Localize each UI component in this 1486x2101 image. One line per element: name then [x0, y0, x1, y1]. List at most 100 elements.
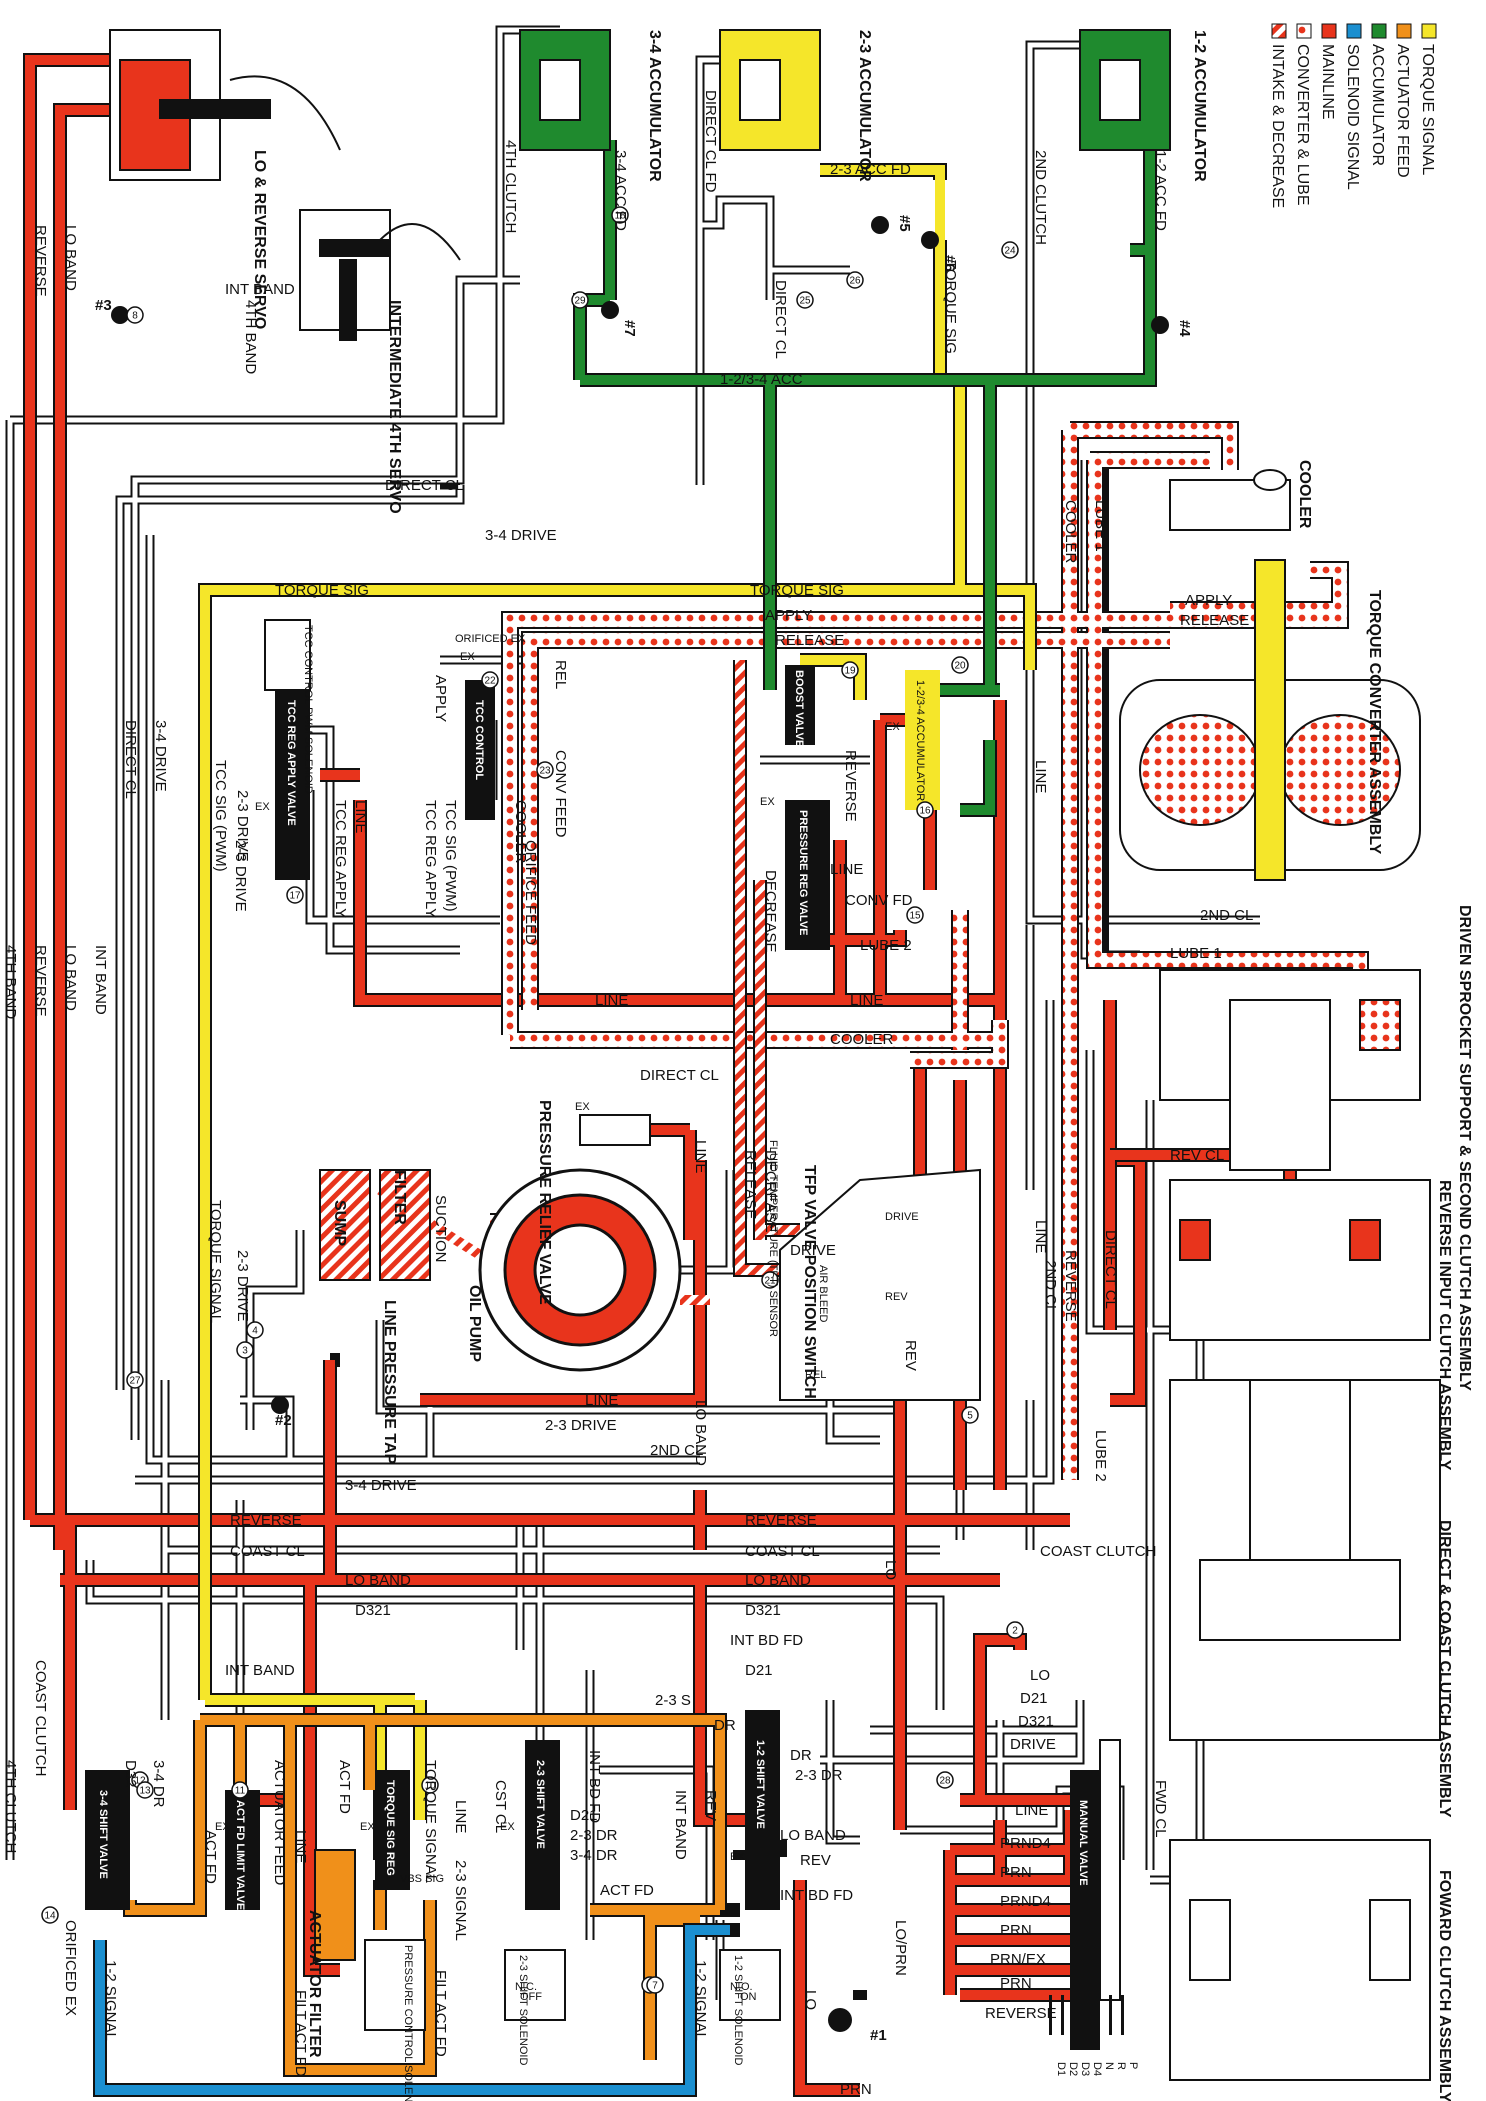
gear-range-label: N [1103, 2062, 1115, 2070]
drive-23-label-v3: 2-3 DRIVE [232, 840, 249, 912]
lo-band-label-v3: LO BAND [692, 1400, 709, 1466]
ex-label-5: EX [215, 1821, 230, 1833]
orifice-number: 7 [652, 1981, 658, 1992]
cl-2nd-label-v: 2ND CL [1042, 1260, 1059, 1313]
pressure-reg-valve-shape [785, 800, 830, 950]
checkball-5-label: #5 [896, 215, 913, 232]
lube-1-label-h: LUBE 1 [1170, 945, 1222, 962]
no-label: N.O. [730, 1981, 753, 1993]
prn-label-1: PRN [1000, 1864, 1032, 1881]
shift-sol-12-label: 1-2 SHIFT SOLENOID [732, 1955, 744, 2065]
legend-label: TORQUE SIGNAL [1419, 44, 1436, 175]
tcc-reg-apply-label-v2: TCC REG APPLY [422, 800, 439, 918]
checkball-1 [828, 2008, 852, 2032]
clutch-4th-label: 4TH CLUTCH [2, 1760, 19, 1853]
lube-2-label-v: LUBE 2 [1092, 1430, 1109, 1482]
cooler-label-v2: COOLER [512, 800, 529, 864]
oil-pump-shape [478, 1168, 682, 1372]
orifice-number: 8 [132, 311, 138, 322]
drive-label-small: DRIVE [885, 1211, 919, 1223]
sump-shape [319, 1169, 371, 1281]
act-fd-label-h: ACT FD [600, 1882, 654, 1899]
prnd4-label-2: PRND4 [1000, 1893, 1051, 1910]
act-fd-label-v1: ACT FD [202, 1830, 219, 1884]
orifice-feed-label: ORIFICE FEED [522, 840, 539, 945]
orifice-number: 17 [289, 891, 301, 902]
pressure-relief-shape [579, 1114, 651, 1146]
release-label-h2: RELEASE [1180, 612, 1249, 629]
legend-item: TORQUE SIGNAL [1419, 23, 1437, 175]
tcc-sig-pwm-label-2: TCC SIG (PWM) [212, 760, 229, 872]
orifice-marker: 13 [136, 1781, 154, 1799]
int-bd-fd-label-v: INT BD FD [586, 1750, 603, 1823]
coast-clutch-label-h: COAST CLUTCH [1040, 1543, 1156, 1560]
reverse-input-label: REVERSE INPUT CLUTCH ASSEMBLY [1436, 1180, 1453, 1471]
orifice-number: 29 [574, 296, 586, 307]
torque-sig-reg-shape [375, 1770, 410, 1890]
orifice-marker: 22 [481, 671, 499, 689]
s23-label: 2-3 S [655, 1692, 691, 1709]
signal-23-label-v: 2-3 SIGNAL [452, 1860, 469, 1941]
tfp-switch-shape [779, 1168, 981, 1401]
orifice-marker: 15 [906, 906, 924, 924]
driven-sprocket-shape [1159, 969, 1421, 1171]
shift-12-label: 1-2 SHIFT VALVE [754, 1740, 766, 1829]
lo-band-label-2: LO BAND [62, 945, 79, 1011]
checkball-7-label: #7 [621, 320, 638, 337]
gear-range-label: D4 [1091, 2062, 1103, 2076]
gear-range-label: D2 [1067, 2062, 1079, 2076]
reverse-label-v4: REVERSE [842, 750, 859, 822]
lo-prn-label: LO/PRN [892, 1920, 909, 1976]
air-bleed-label: AIR BLEED [817, 1265, 829, 1323]
manual-valve-detent [1099, 1739, 1121, 2001]
nc-label: N.C. [515, 1981, 537, 1993]
actuator-feed-label: ACTUATOR FEED [271, 1760, 288, 1885]
orifice-marker: 10 [421, 1776, 439, 1794]
dr-23-label-h: 2-3 DR [795, 1767, 843, 1784]
lo-label-h: LO [1030, 1667, 1050, 1684]
gear-range-detent [1085, 1995, 1088, 2035]
line-label-v4: LINE [1032, 1220, 1049, 1253]
orifice-marker: 17 [286, 886, 304, 904]
orifice-number: 20 [954, 661, 966, 672]
direct-cl-label-v: DIRECT CL [122, 720, 139, 799]
lo-label-v1: LO [882, 1560, 899, 1580]
intermediate-4th-servo [299, 209, 461, 341]
line-label-v3: LINE [1032, 760, 1049, 793]
lube-2-label-h: LUBE 2 [860, 937, 912, 954]
orifice-marker: 7 [646, 1976, 664, 1994]
direct-cl-label-h1: DIRECT CL [385, 477, 464, 494]
rel-label-v: REL [552, 660, 569, 689]
legend-label: CONVERTER & LUBE [1294, 44, 1311, 206]
cl-2nd-label-h: 2ND CL [1200, 907, 1253, 924]
acc-fd-34-label: 3-4 ACC FD [612, 150, 629, 231]
int-band-label-v2: INT BAND [672, 1790, 689, 1860]
checkball-1-label: #1 [870, 2027, 887, 2044]
legend-label: MAINLINE [1319, 44, 1336, 120]
orifice-marker: 28 [936, 1771, 954, 1789]
acc-124-valve-shape [905, 670, 940, 810]
tft-sensor-label: FLUID TEMPERATURE (TFT) SENSOR [767, 1140, 779, 1337]
ex-label-4: EX [760, 796, 775, 808]
reverse-label-2: REVERSE [32, 945, 49, 1017]
drive-23-label-v2: 2-3 DRIVE [234, 790, 251, 862]
off-label: OFF [520, 1991, 542, 2003]
prn-ex-label: PRN/EX [990, 1951, 1046, 1968]
d32-label: D32 [122, 1760, 139, 1788]
legend-swatch [1321, 23, 1337, 39]
orifice-marker: 5 [961, 1406, 979, 1424]
cooler-shape [1169, 469, 1291, 531]
release-label-h: RELEASE [775, 632, 844, 649]
band-4th-label-top: 4TH BAND [242, 300, 259, 374]
gear-range-detent [1061, 1995, 1064, 2035]
acc-12-label: 1-2 ACCUMULATOR [1191, 30, 1208, 182]
signal-12-label-1: 1-2 SIGNAL [102, 1960, 119, 2041]
legend-label: ACCUMULATOR [1369, 44, 1386, 166]
filter-label: FILTER [391, 1170, 408, 1225]
orifice-marker: 3 [236, 1341, 254, 1359]
ex-label-9: EX [575, 1101, 590, 1113]
line-label-h1: LINE [830, 861, 863, 878]
passage-labels: REVERSE LO BAND REVERSE LO BAND 4TH BAND… [2, 90, 1253, 2098]
actuator-feed-lines-fill [125, 1715, 725, 2075]
legend-swatch [1296, 23, 1312, 39]
